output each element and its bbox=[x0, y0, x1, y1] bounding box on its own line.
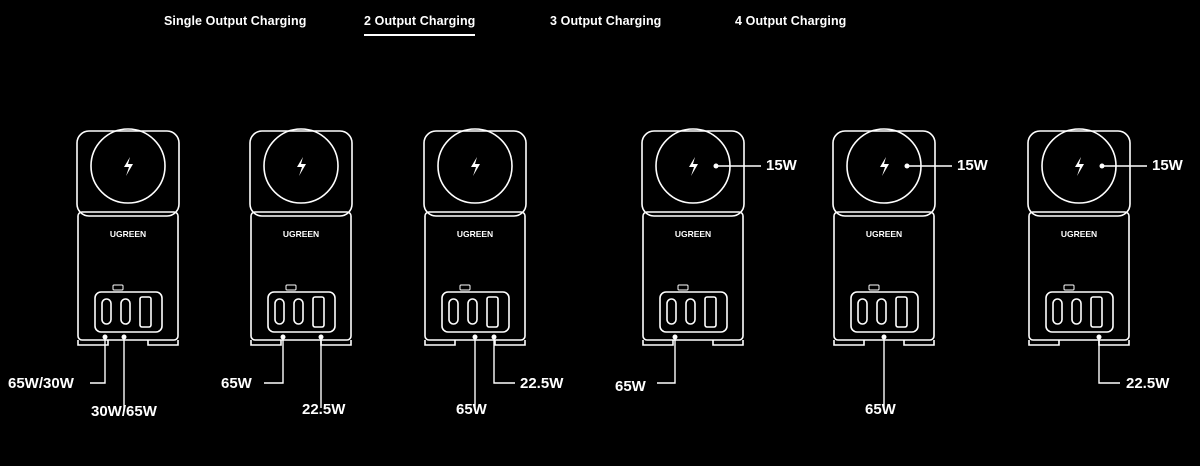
wattage-label: 15W bbox=[766, 157, 797, 174]
output-mode-tabs: Single Output Charging 2 Output Charging… bbox=[0, 0, 1200, 44]
usb-c-port bbox=[1071, 298, 1082, 325]
charger-unit: UGREEN bbox=[832, 128, 952, 408]
usb-a-port bbox=[312, 296, 325, 328]
wireless-pad-outline bbox=[1027, 130, 1131, 217]
charger-foot bbox=[250, 340, 282, 346]
lightning-icon bbox=[471, 157, 480, 176]
charger-body bbox=[77, 211, 179, 341]
lightning-icon bbox=[1075, 157, 1084, 176]
wattage-label: 22.5W bbox=[1126, 375, 1170, 392]
charger-foot bbox=[147, 340, 179, 346]
charger-unit: UGREEN bbox=[641, 128, 761, 384]
tab-2-output[interactable]: 2 Output Charging bbox=[364, 14, 476, 36]
charger-foot bbox=[833, 340, 865, 346]
port-panel bbox=[94, 291, 163, 333]
usb-c-port bbox=[120, 298, 131, 325]
port-indicator-icon bbox=[1063, 284, 1075, 291]
charger-unit: UGREEN bbox=[76, 128, 180, 411]
wireless-pad-outline bbox=[641, 130, 745, 217]
brand-logo: UGREEN bbox=[1061, 229, 1097, 239]
usb-c-port bbox=[1052, 298, 1063, 325]
charger-foot bbox=[494, 340, 526, 346]
port-indicator-icon bbox=[112, 284, 124, 291]
charger-foot bbox=[642, 340, 674, 346]
wireless-pad-circle bbox=[263, 128, 339, 204]
wattage-label: 15W bbox=[1152, 157, 1183, 174]
usb-c-port bbox=[685, 298, 696, 325]
charger-unit: UGREEN bbox=[423, 128, 527, 408]
charger-body bbox=[1028, 211, 1130, 341]
usb-a-port bbox=[895, 296, 908, 328]
charger-unit: UGREEN bbox=[1027, 128, 1147, 384]
lightning-icon bbox=[124, 157, 133, 176]
charger-foot bbox=[712, 340, 744, 346]
charger-foot bbox=[1028, 340, 1060, 346]
wireless-pad-outline bbox=[249, 130, 353, 217]
port-panel bbox=[1045, 291, 1114, 333]
charger-foot bbox=[77, 340, 109, 346]
usb-a-port bbox=[1090, 296, 1103, 328]
charger-foot bbox=[424, 340, 456, 346]
port-indicator-icon bbox=[285, 284, 297, 291]
usb-c-port bbox=[293, 298, 304, 325]
lightning-icon bbox=[689, 157, 698, 176]
tab-single-output[interactable]: Single Output Charging bbox=[164, 14, 307, 28]
wattage-label: 65W bbox=[221, 375, 252, 392]
charger-body bbox=[642, 211, 744, 341]
wireless-pad-outline bbox=[423, 130, 527, 217]
brand-logo: UGREEN bbox=[866, 229, 902, 239]
wattage-label: 65W bbox=[456, 401, 487, 418]
usb-c-port bbox=[101, 298, 112, 325]
port-panel bbox=[659, 291, 728, 333]
usb-c-port bbox=[857, 298, 868, 325]
usb-c-port bbox=[467, 298, 478, 325]
port-indicator-icon bbox=[677, 284, 689, 291]
wattage-label: 65W bbox=[865, 401, 896, 418]
wattage-label: 30W/65W bbox=[91, 403, 157, 420]
wattage-label: 65W/30W bbox=[8, 375, 74, 392]
lightning-icon bbox=[880, 157, 889, 176]
tab-4-output[interactable]: 4 Output Charging bbox=[735, 14, 847, 28]
usb-c-port bbox=[666, 298, 677, 325]
wireless-pad-circle bbox=[90, 128, 166, 204]
usb-c-port bbox=[448, 298, 459, 325]
wireless-pad-outline bbox=[76, 130, 180, 217]
port-lead-line bbox=[1098, 337, 1120, 384]
port-indicator-icon bbox=[868, 284, 880, 291]
usb-c-port bbox=[876, 298, 887, 325]
port-lead-line bbox=[657, 337, 676, 384]
wireless-pad-outline bbox=[832, 130, 936, 217]
usb-a-port bbox=[139, 296, 152, 328]
wattage-label: 22.5W bbox=[520, 375, 564, 392]
usb-a-port bbox=[486, 296, 499, 328]
port-panel bbox=[267, 291, 336, 333]
usb-c-port bbox=[274, 298, 285, 325]
wattage-label: 22.5W bbox=[302, 401, 346, 418]
port-lead-line bbox=[90, 337, 106, 384]
brand-logo: UGREEN bbox=[457, 229, 493, 239]
usb-a-port bbox=[704, 296, 717, 328]
charger-body bbox=[250, 211, 352, 341]
port-indicator-icon bbox=[459, 284, 471, 291]
port-lead-line bbox=[264, 337, 284, 384]
wattage-label: 15W bbox=[957, 157, 988, 174]
wireless-pad-circle bbox=[437, 128, 513, 204]
tab-3-output[interactable]: 3 Output Charging bbox=[550, 14, 662, 28]
brand-logo: UGREEN bbox=[675, 229, 711, 239]
brand-logo: UGREEN bbox=[283, 229, 319, 239]
port-panel bbox=[441, 291, 510, 333]
charger-unit: UGREEN bbox=[249, 128, 353, 408]
charger-foot bbox=[903, 340, 935, 346]
wattage-label: 65W bbox=[615, 378, 646, 395]
brand-logo: UGREEN bbox=[110, 229, 146, 239]
port-panel bbox=[850, 291, 919, 333]
lightning-icon bbox=[297, 157, 306, 176]
port-lead-line bbox=[493, 337, 515, 384]
